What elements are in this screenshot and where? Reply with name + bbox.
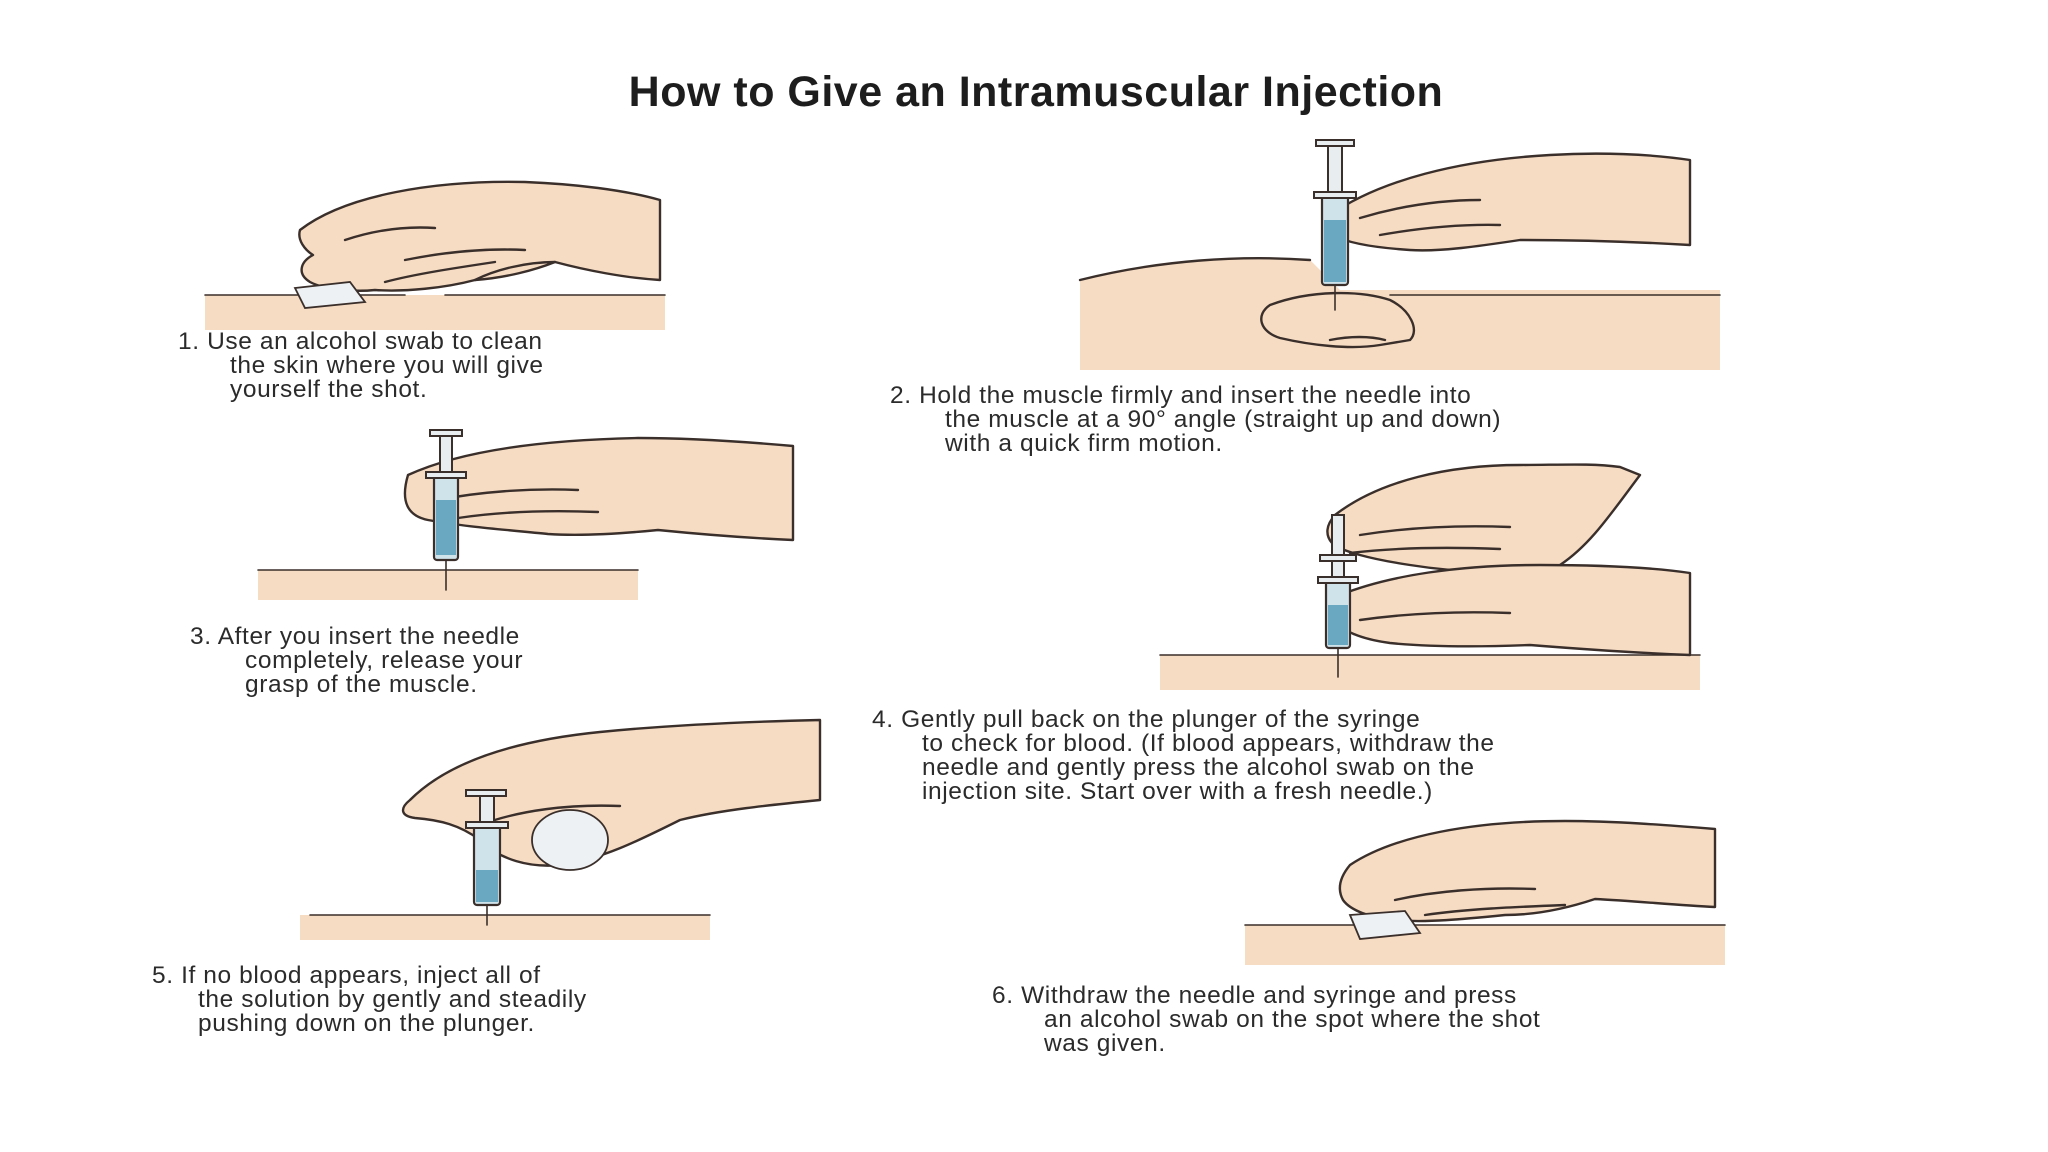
step-line: yourself the shot.: [230, 376, 428, 403]
step-line: Gently pull back on the plunger of the s…: [901, 706, 1421, 733]
step-1-text: 1. Use an alcohol swab to clean the skin…: [178, 328, 544, 403]
step-number: 1.: [178, 328, 200, 355]
step-line: injection site. Start over with a fresh …: [922, 778, 1433, 805]
step-1-illustration: [204, 170, 666, 330]
step-line: to check for blood. (If blood appears, w…: [922, 730, 1495, 757]
step-3-text: 3. After you insert the needle completel…: [190, 623, 524, 698]
step-2-text: 2. Hold the muscle firmly and insert the…: [890, 382, 1502, 457]
page-title: How to Give an Intramuscular Injection: [628, 68, 1444, 116]
hand-holding-inserted-syringe-icon: [257, 429, 795, 600]
step-number: 5.: [152, 962, 174, 989]
step-line: pushing down on the plunger.: [198, 1010, 535, 1037]
hand-pressing-swab-on-skin-icon: [1244, 819, 1726, 965]
step-number: 6.: [992, 982, 1014, 1009]
hand-inserting-syringe-while-pinching-muscle-icon: [1078, 139, 1721, 370]
step-line: the muscle at a 90° angle (straight up a…: [945, 406, 1502, 433]
step-6-illustration: [1244, 815, 1726, 965]
step-line: grasp of the muscle.: [245, 671, 478, 698]
hands-pulling-back-plunger-icon: [1159, 463, 1701, 690]
hand-wiping-skin-with-swab-icon: [204, 180, 666, 330]
step-line: Use an alcohol swab to clean: [207, 328, 543, 355]
step-line: the solution by gently and steadily: [198, 986, 587, 1013]
hand-pushing-plunger-icon: [300, 718, 822, 940]
step-4-text: 4. Gently pull back on the plunger of th…: [872, 706, 1495, 805]
step-line: Hold the muscle firmly and insert the ne…: [919, 382, 1472, 409]
step-line: an alcohol swab on the spot where the sh…: [1044, 1006, 1541, 1033]
step-line: with a quick firm motion.: [945, 430, 1223, 457]
step-line: needle and gently press the alcohol swab…: [922, 754, 1475, 781]
step-line: was given.: [1044, 1030, 1166, 1057]
step-number: 2.: [890, 382, 912, 409]
step-line: the skin where you will give: [230, 352, 544, 379]
step-line: If no blood appears, inject all of: [181, 962, 541, 989]
step-2-illustration: [1078, 139, 1730, 380]
step-line: Withdraw the needle and syringe and pres…: [1021, 982, 1517, 1009]
step-6-text: 6. Withdraw the needle and syringe and p…: [992, 982, 1541, 1057]
step-5-illustration: [300, 710, 830, 940]
step-line: After you insert the needle: [217, 623, 520, 650]
step-5-text: 5. If no blood appears, inject all of th…: [152, 962, 587, 1037]
step-line: completely, release your: [245, 647, 524, 674]
step-number: 3.: [190, 623, 212, 650]
step-3-illustration: [257, 429, 798, 600]
step-4-illustration: [1159, 455, 1701, 690]
step-number: 4.: [872, 706, 894, 733]
